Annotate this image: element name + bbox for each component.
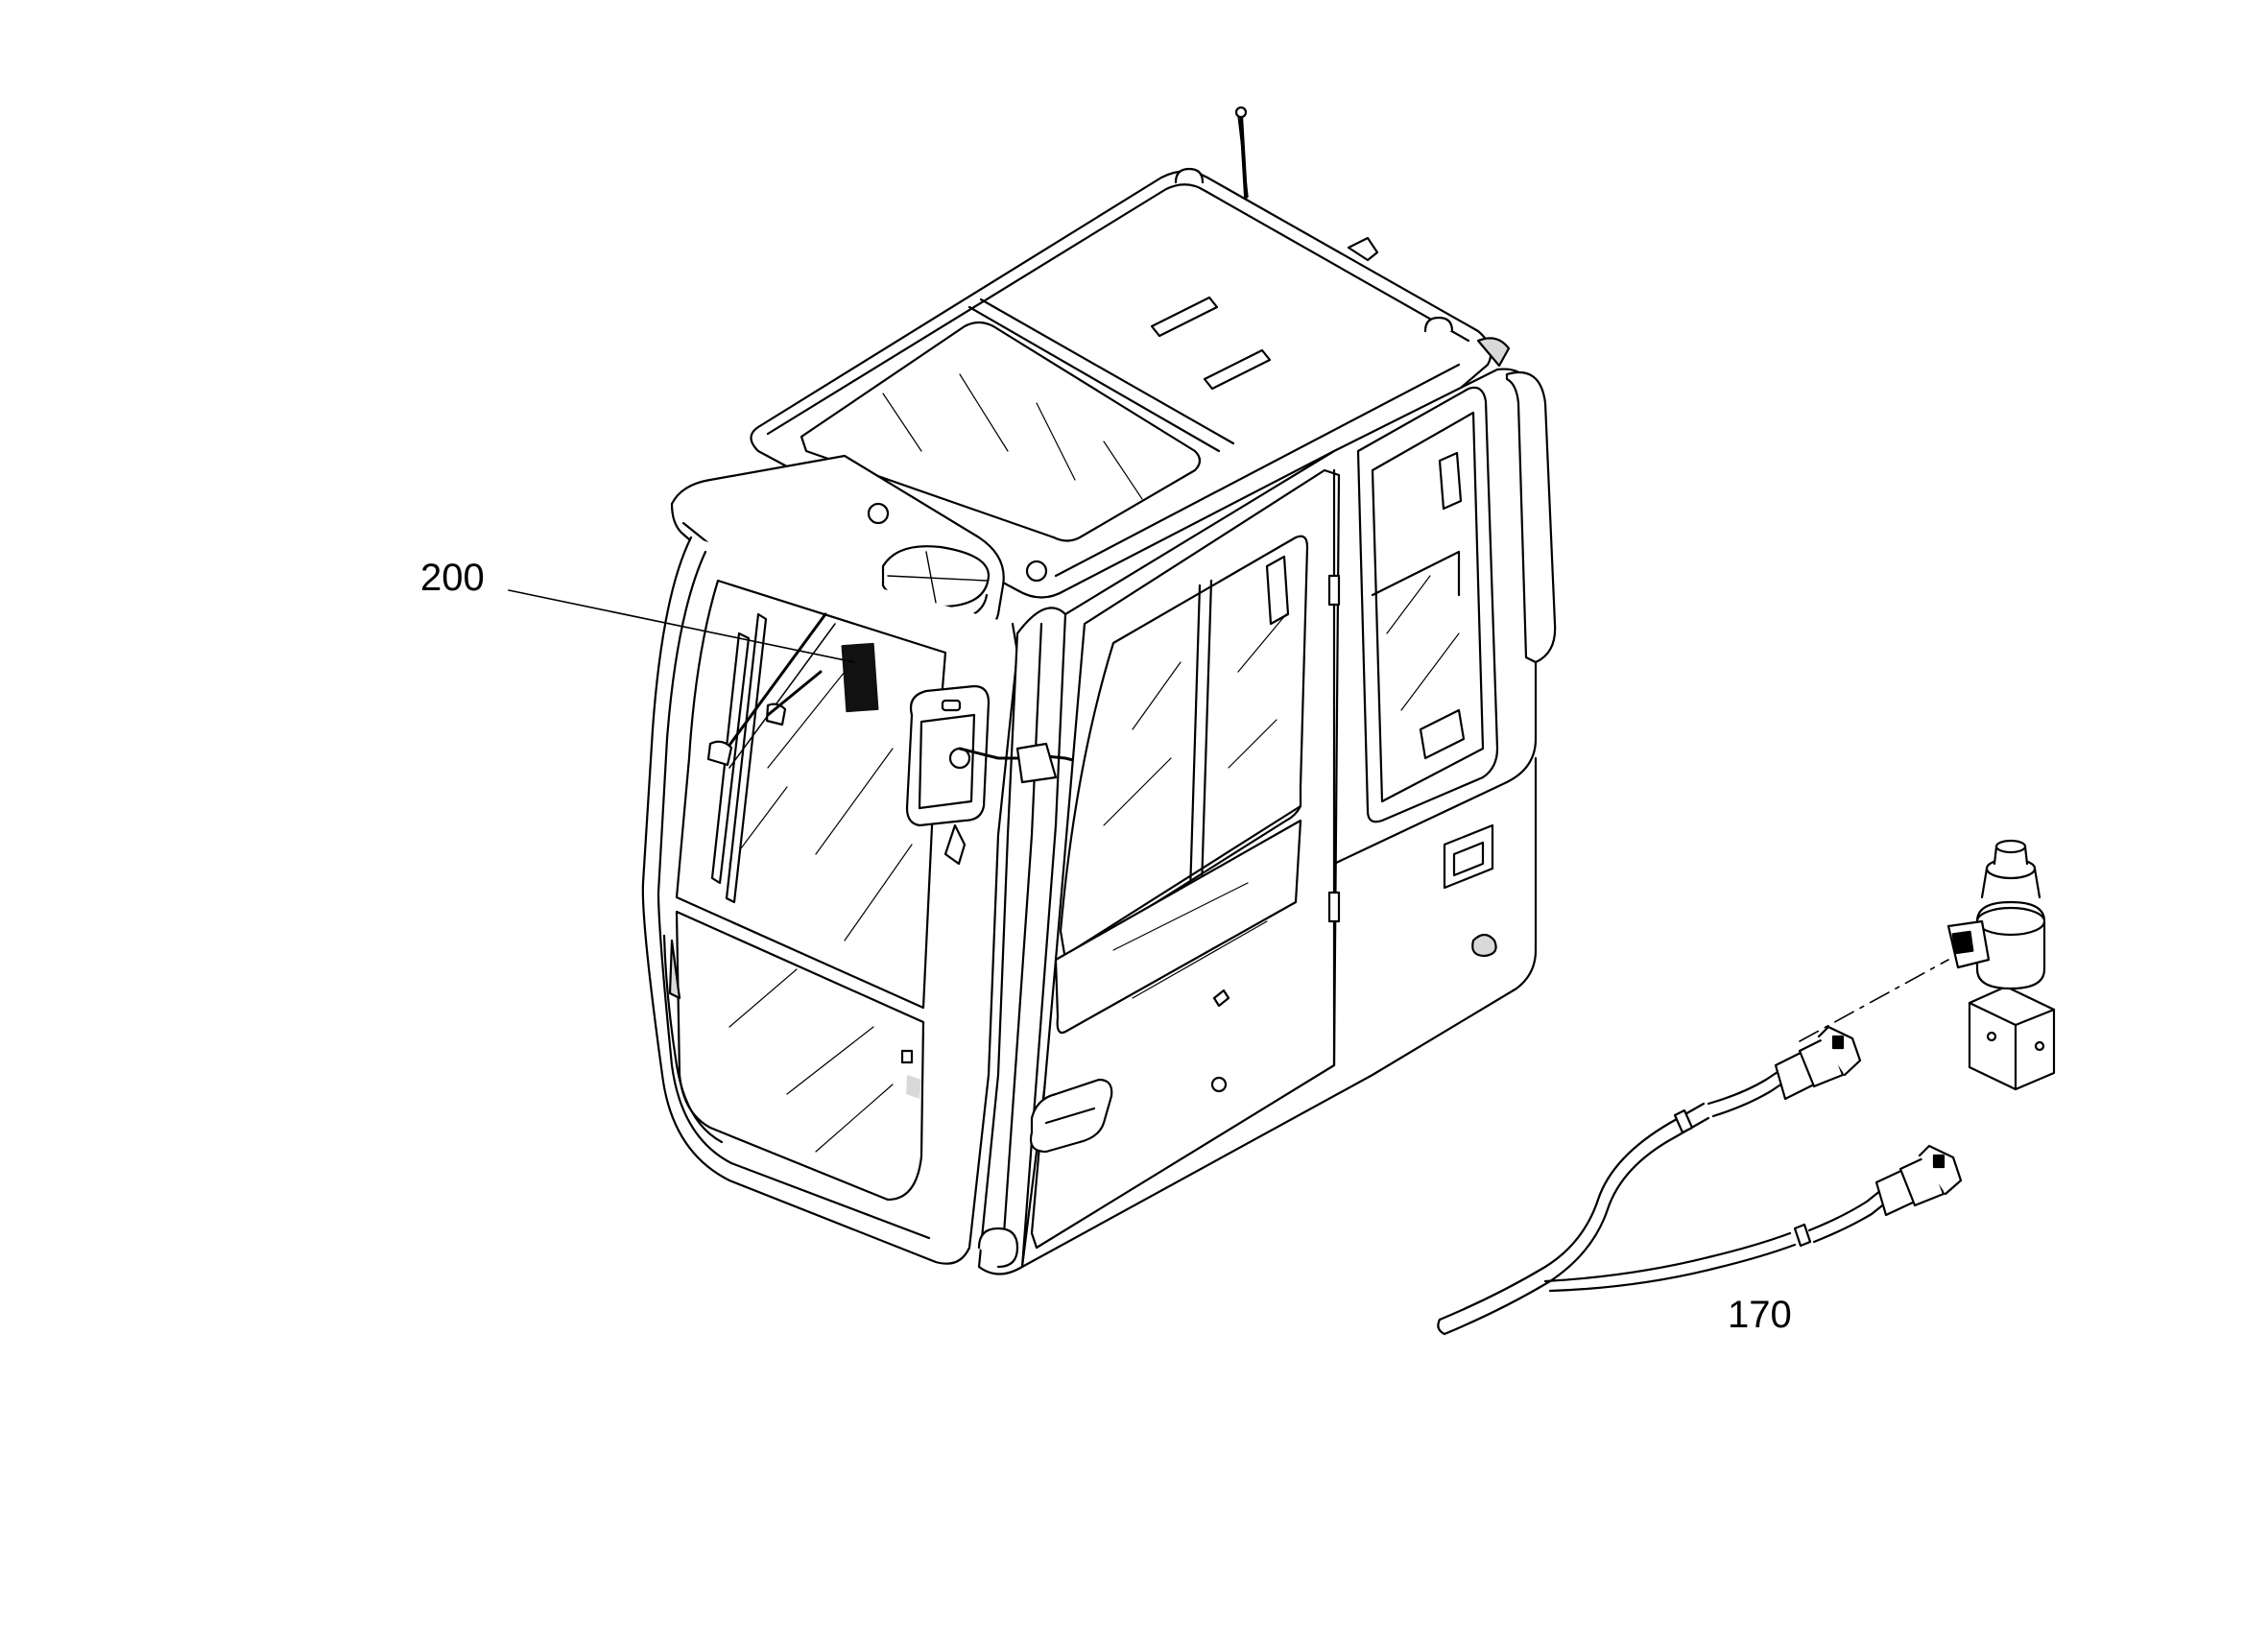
lifting-eye-2 [1423,316,1454,333]
wiper-assembly [706,612,836,904]
mirror-bracket [1015,742,1058,784]
lifting-eye-1 [1174,167,1205,184]
alignment-line [1799,959,1949,1042]
callout-200: 200 [420,557,485,599]
leader-line-200 [508,589,855,663]
mirror-left [905,684,1019,866]
callout-170: 170 [1728,1294,1792,1336]
side-plate [1443,823,1494,890]
antenna [1234,106,1249,199]
rear-side-window [1356,386,1499,823]
connector-lower [1874,1144,1963,1217]
connector-upper [1774,1025,1862,1101]
door-window [1059,535,1309,962]
solenoid-valve [1946,839,2056,1091]
side-bolt [1471,933,1497,958]
wire-harness-part-170 [1437,1025,1963,1336]
roof-window [800,321,1202,542]
operator-cab [641,106,1557,1275]
decal-part-200 [841,642,879,713]
grab-handle [1505,370,1557,664]
